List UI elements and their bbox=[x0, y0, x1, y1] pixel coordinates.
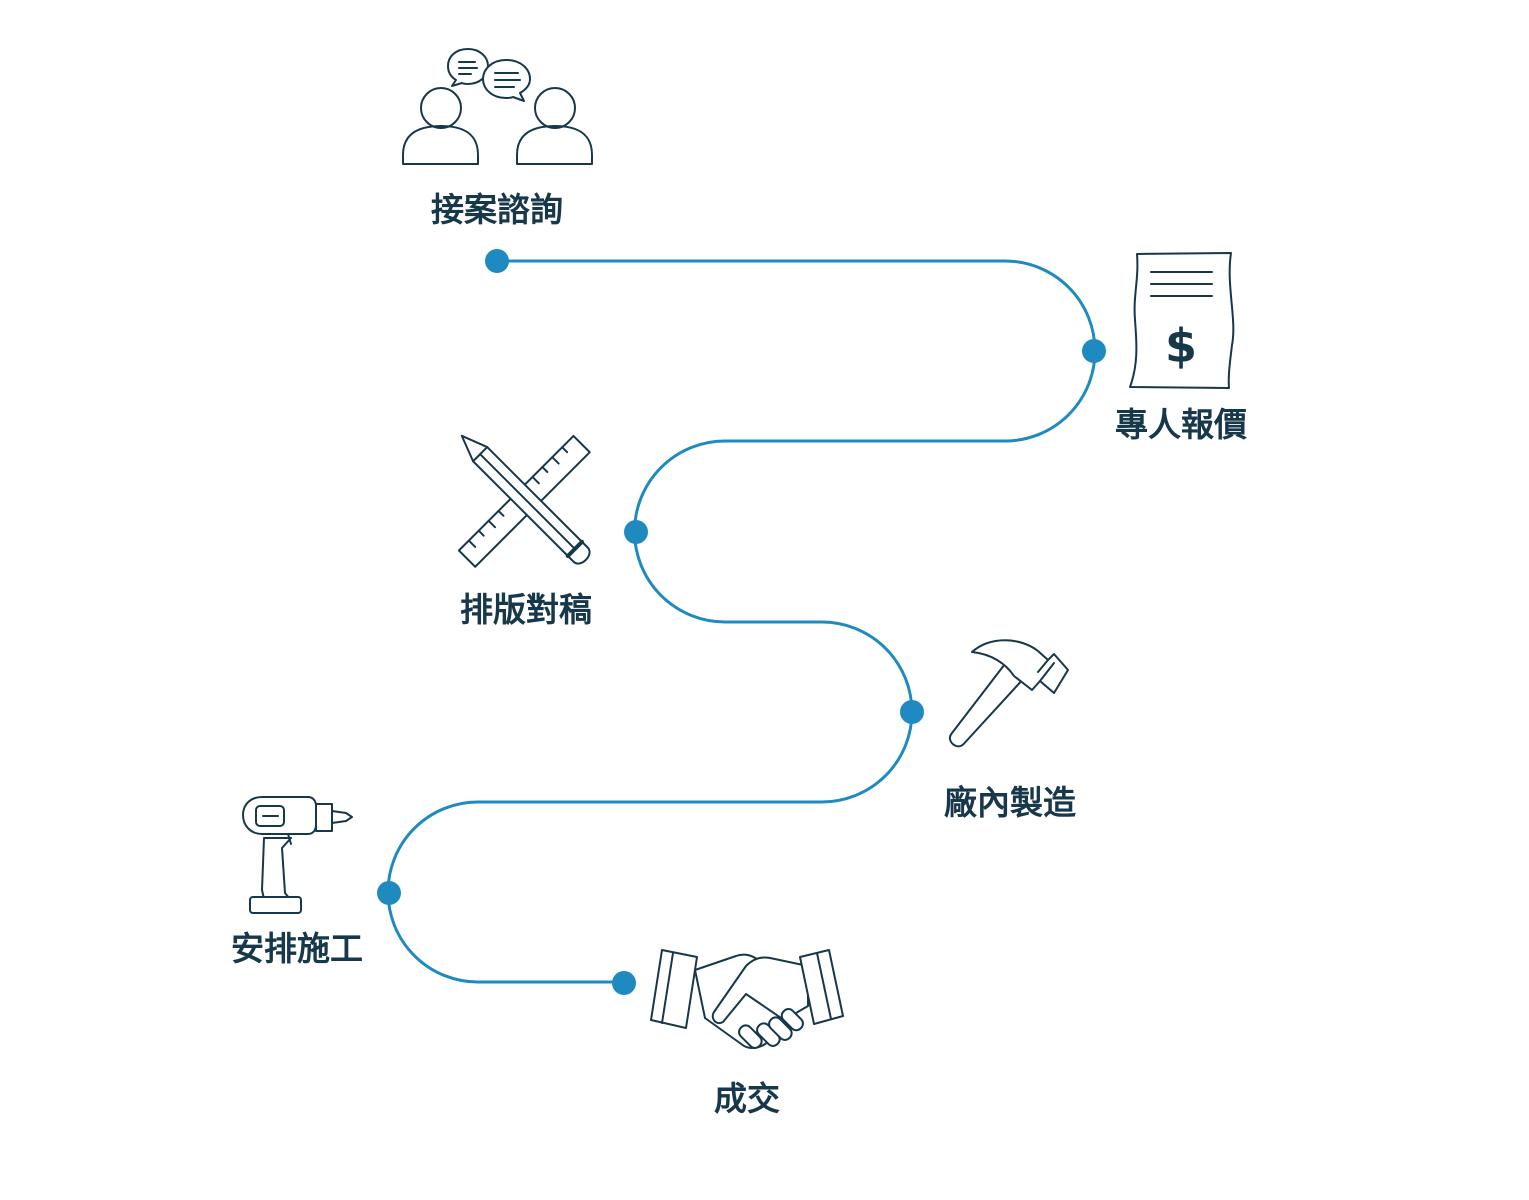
step-node-5 bbox=[377, 881, 401, 905]
step-label-4: 廠內製造 bbox=[944, 783, 1076, 822]
step-label-5: 安排施工 bbox=[231, 929, 363, 968]
step-node-3 bbox=[624, 520, 648, 544]
step-label-6: 成交 bbox=[714, 1079, 780, 1118]
pencil-ruler-icon bbox=[457, 434, 591, 568]
price-quote-document-icon bbox=[1129, 252, 1235, 389]
step-node-6 bbox=[612, 971, 636, 995]
hammer-icon bbox=[949, 639, 1069, 748]
power-drill-icon bbox=[242, 796, 353, 914]
step-label-1: 接案諮詢 bbox=[431, 190, 563, 229]
consultation-chat-icon bbox=[402, 48, 593, 165]
step-node-1 bbox=[485, 249, 509, 273]
step-node-4 bbox=[900, 700, 924, 724]
handshake-icon bbox=[650, 949, 844, 1049]
step-label-2: 專人報價 bbox=[1115, 405, 1247, 444]
step-label-3: 排版對稿 bbox=[460, 590, 592, 629]
step-node-2 bbox=[1082, 339, 1106, 363]
dollar-sign-icon: $ bbox=[1165, 319, 1197, 373]
process-path bbox=[386, 259, 1097, 984]
